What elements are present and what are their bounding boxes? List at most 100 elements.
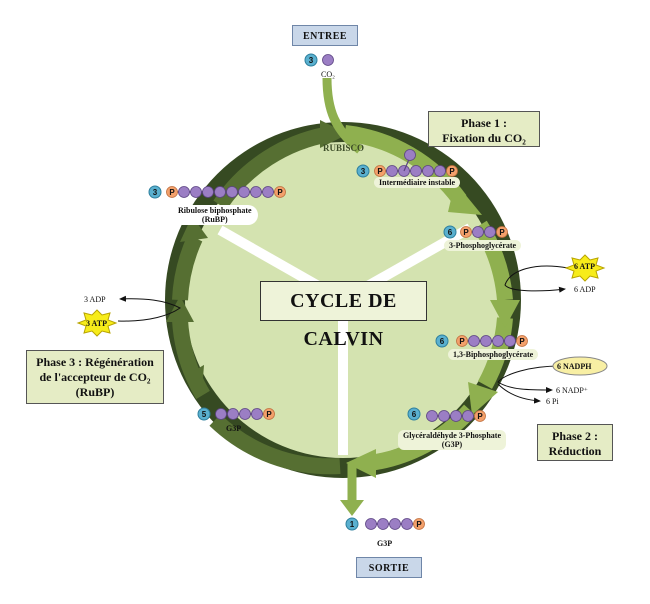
pi-side-arrow	[497, 383, 541, 404]
intermediate-count: 3	[361, 167, 366, 176]
phase2-line2: Réduction	[548, 444, 602, 458]
intermediate-branch-carbon	[404, 149, 416, 161]
intermediate-chain-c3	[410, 165, 422, 177]
co2-count: 3	[309, 56, 314, 65]
g3p-out-chain-p4-symbol: P	[416, 520, 422, 529]
cycle-arrowheads-dark	[166, 120, 348, 389]
intermediate-chain-p0-symbol: P	[377, 167, 383, 176]
co2-carbon	[322, 54, 334, 66]
atp-regen-arrow	[117, 295, 181, 322]
rubp-badge	[148, 185, 162, 199]
g3p-out-chain-c1	[377, 518, 389, 530]
g3p-regen-chain-c0	[215, 408, 227, 420]
bpg-chain-p0-symbol: P	[459, 337, 465, 346]
pga-chain-c2	[484, 226, 496, 238]
rubp-chain-c4	[214, 186, 226, 198]
pga-chain-p0-symbol: P	[463, 228, 469, 237]
g3p-label-line2: (G3P)	[441, 440, 463, 449]
nadph-oval	[552, 356, 608, 376]
rubp-label: Ribulose biphosphate (RuBP)	[172, 205, 258, 225]
phase1-line1: Phase 1 :	[461, 116, 507, 130]
intermediate-label: Intermédiaire instable	[374, 177, 461, 188]
atp-in-label: 6 ATP	[574, 262, 595, 271]
enzyme-label: RUBISCO	[323, 143, 365, 153]
nadph-side-arrow	[497, 365, 561, 393]
pga-label: 3-Phosphoglycérate	[444, 240, 522, 251]
phase3-line2: de l'accepteur de CO₂	[39, 370, 151, 384]
rubp-chain-c3	[202, 186, 214, 198]
bpg-count: 6	[440, 337, 445, 346]
intermediate-chain-c5	[434, 165, 446, 177]
rubp-chain-p9-symbol: P	[277, 188, 283, 197]
g3p-chain-c1	[438, 410, 450, 422]
g3p-badge	[407, 407, 421, 421]
intermediate-badge	[356, 164, 370, 178]
g3p-out-chain-p4	[413, 518, 425, 530]
cycle-arrowheads-light	[346, 182, 520, 478]
g3p-regen-chain-c3	[251, 408, 263, 420]
rubp-chain-c1	[178, 186, 190, 198]
nadp-out-label: 6 NADP⁺	[556, 386, 589, 395]
g3p-label: Glycéraldéhyde 3-Phosphate (G3P)	[398, 430, 506, 450]
sortie-box: SORTIE	[356, 557, 422, 578]
g3p-regen-badge	[197, 407, 211, 421]
atp-regen-label: 3 ATP	[86, 319, 107, 328]
g3p-chain-c2	[450, 410, 462, 422]
g3p-out-chain-c3	[401, 518, 413, 530]
pga-chain-c1	[472, 226, 484, 238]
phase3-line3: (RuBP)	[75, 385, 115, 399]
rubp-chain-c5	[226, 186, 238, 198]
rubp-chain-c2	[190, 186, 202, 198]
g3p-chain-c0	[426, 410, 438, 422]
intermediate-chain-c1	[386, 165, 398, 177]
pga-chain-p3	[496, 226, 508, 238]
bpg-chain-c2	[480, 335, 492, 347]
g3p-output-arrowhead	[340, 500, 364, 516]
co2-badge	[304, 53, 318, 67]
g3p-chain-p4	[474, 410, 486, 422]
phase3-line1: Phase 3 : Régénération	[36, 355, 154, 369]
g3p-out-chain-c0	[365, 518, 377, 530]
bpg-chain-p5	[516, 335, 528, 347]
rubp-chain-p0	[166, 186, 178, 198]
phase1-line2: Fixation du CO₂	[442, 131, 526, 145]
pga-badge	[443, 225, 457, 239]
intermediate-chain-c4	[422, 165, 434, 177]
rubp-chain-c6	[238, 186, 250, 198]
g3p-regen-chain-p4	[263, 408, 275, 420]
g3p-chain-p4-symbol: P	[477, 412, 483, 421]
rubp-label-line1: Ribulose biphosphate	[178, 206, 252, 215]
g3p-regen-count: 5	[202, 410, 207, 419]
bpg-chain-p0	[456, 335, 468, 347]
bpg-chain-p5-symbol: P	[519, 337, 525, 346]
g3p-out-label: G3P	[377, 539, 393, 548]
entree-box: ENTREE	[292, 25, 358, 46]
g3p-regen-label: G3P	[226, 424, 242, 433]
g3p-regen-chain-c2	[239, 408, 251, 420]
g3p-out-count: 1	[350, 520, 355, 529]
bpg-chain-c1	[468, 335, 480, 347]
g3p-regen-chain-p4-symbol: P	[266, 410, 272, 419]
bpg-chain-c3	[492, 335, 504, 347]
co2-input-arrow	[322, 77, 363, 154]
cycle-title: CYCLE DE CALVIN	[260, 281, 427, 350]
intermediate-chain-p6-symbol: P	[449, 167, 455, 176]
phase3-box: Phase 3 : Régénération de l'accepteur de…	[26, 350, 164, 404]
rubp-chain-c8	[262, 186, 274, 198]
g3p-label-line1: Glycéraldéhyde 3-Phosphate	[403, 431, 501, 440]
rubp-label-line2: (RuBP)	[201, 215, 228, 224]
rubp-chain-p0-symbol: P	[169, 188, 175, 197]
rubp-chain-c7	[250, 186, 262, 198]
pga-chain-p3-symbol: P	[499, 228, 505, 237]
intermediate-chain-p0	[374, 165, 386, 177]
rubp-count: 3	[153, 188, 158, 197]
pga-chain-p0	[460, 226, 472, 238]
g3p-regen-chain-c1	[227, 408, 239, 420]
rubp-chain-p9	[274, 186, 286, 198]
intermediate-chain-p6	[446, 165, 458, 177]
atp-star-left	[76, 309, 118, 337]
adp-out-label: 6 ADP	[574, 285, 596, 294]
g3p-out-badge	[345, 517, 359, 531]
co2-label: CO₂	[321, 70, 335, 79]
pga-count: 6	[448, 228, 453, 237]
